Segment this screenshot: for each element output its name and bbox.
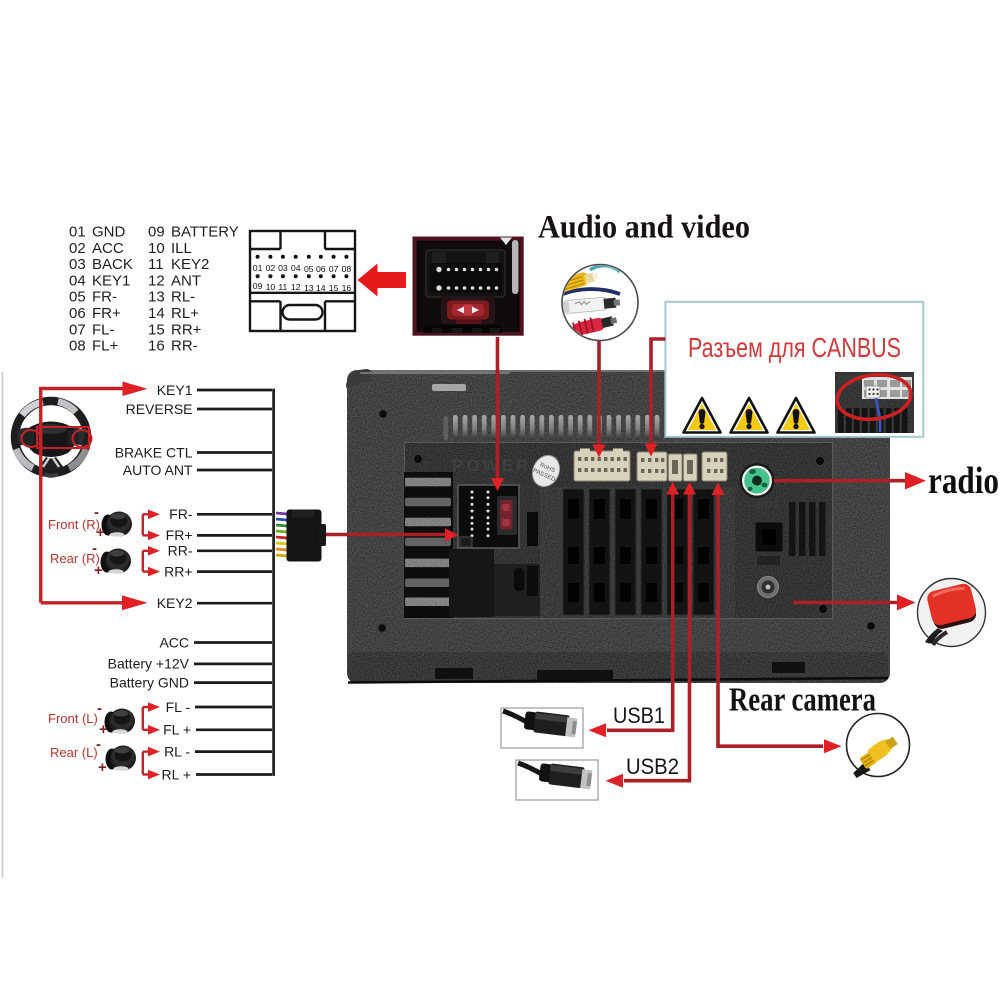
svg-text:14: 14 (148, 305, 165, 322)
svg-text:Battery GND: Battery GND (110, 674, 189, 690)
svg-text:-: - (92, 540, 97, 557)
svg-text:+: + (99, 721, 108, 738)
svg-text:-: - (94, 504, 99, 521)
svg-text:radio: radio (928, 460, 999, 502)
svg-text:01: 01 (69, 224, 86, 241)
svg-text:FR+: FR+ (92, 305, 121, 322)
svg-text:04: 04 (291, 263, 301, 273)
svg-text:ACC: ACC (92, 240, 124, 257)
svg-text:03: 03 (69, 256, 86, 273)
svg-text:RL +: RL + (162, 766, 191, 782)
svg-text:Battery +12V: Battery +12V (108, 656, 190, 672)
svg-text:BRAKE CTL: BRAKE CTL (115, 444, 193, 460)
svg-text:+: + (98, 759, 107, 776)
svg-text:FL +: FL + (163, 722, 191, 738)
svg-text:05: 05 (69, 289, 86, 306)
svg-text:01: 01 (253, 263, 263, 273)
svg-text:KEY1: KEY1 (157, 382, 193, 398)
svg-text:14: 14 (316, 283, 326, 293)
svg-text:13: 13 (148, 289, 165, 306)
svg-text:RL+: RL+ (171, 305, 199, 322)
svg-text:Rear (L): Rear (L) (50, 745, 98, 760)
svg-text:13: 13 (304, 283, 314, 293)
svg-text:USB1: USB1 (613, 703, 665, 728)
svg-text:16: 16 (342, 283, 352, 293)
svg-text:RR+: RR+ (171, 321, 202, 338)
svg-text:RR-: RR- (171, 338, 198, 355)
svg-text:12: 12 (291, 282, 301, 292)
svg-text:08: 08 (342, 264, 352, 274)
svg-text:POWER: POWER (452, 456, 531, 475)
svg-text:03: 03 (278, 263, 288, 273)
svg-text:REVERSE: REVERSE (126, 401, 193, 417)
svg-text:Front (L): Front (L) (48, 711, 98, 726)
svg-text:08: 08 (69, 338, 86, 355)
svg-text:I-BUS: I-BUS (748, 500, 780, 511)
svg-text:-: - (97, 700, 102, 717)
svg-text:12: 12 (148, 272, 165, 289)
svg-text:RL-: RL- (171, 289, 195, 306)
svg-text:10: 10 (148, 240, 165, 257)
svg-text:ANT: ANT (171, 272, 201, 289)
svg-text:Rear (R): Rear (R) (50, 551, 100, 566)
svg-text:FL-: FL- (92, 321, 115, 338)
svg-text:15: 15 (148, 321, 165, 338)
svg-text:06: 06 (316, 264, 326, 274)
svg-text:FL+: FL+ (92, 338, 119, 355)
svg-text:Разъем для CANBUS: Разъем для CANBUS (688, 332, 901, 363)
svg-text:USB2: USB2 (626, 754, 679, 779)
svg-text:KEY2: KEY2 (171, 256, 209, 273)
svg-text:07: 07 (69, 321, 86, 338)
svg-text:09: 09 (253, 281, 263, 291)
svg-text:RR-: RR- (168, 543, 193, 559)
svg-text:07: 07 (329, 264, 339, 274)
svg-text:05: 05 (304, 264, 314, 274)
svg-text:RL -: RL - (164, 743, 190, 759)
svg-text:RR+: RR+ (164, 563, 192, 579)
svg-text:FL -: FL - (166, 699, 191, 715)
svg-text:+: + (94, 562, 103, 579)
svg-text:06: 06 (69, 305, 86, 322)
svg-text:11: 11 (278, 282, 287, 292)
svg-text:GND: GND (92, 224, 126, 241)
svg-text:+: + (96, 524, 105, 541)
svg-text:15: 15 (329, 283, 339, 293)
svg-text:RoHS: RoHS (539, 462, 556, 474)
svg-text:FR+: FR+ (166, 527, 193, 543)
svg-text:BATTERY: BATTERY (171, 224, 239, 241)
svg-text:09: 09 (148, 224, 165, 241)
svg-text:ILL: ILL (171, 240, 192, 257)
svg-text:04: 04 (69, 272, 86, 289)
svg-text:Front (R): Front (R) (48, 517, 100, 532)
svg-text:-: - (96, 736, 101, 753)
svg-text:FR-: FR- (169, 506, 193, 522)
svg-text:FR-: FR- (92, 289, 117, 306)
svg-text:02: 02 (266, 263, 276, 273)
svg-text:KEY2: KEY2 (157, 595, 193, 611)
svg-text:11: 11 (148, 256, 164, 273)
svg-text:02: 02 (69, 240, 86, 257)
svg-text:16: 16 (148, 338, 165, 355)
svg-text:Audio and video: Audio and video (538, 210, 750, 246)
svg-text:AUTO ANT: AUTO ANT (123, 462, 193, 478)
svg-text:10: 10 (266, 282, 276, 292)
svg-text:BACK: BACK (92, 256, 133, 273)
svg-text:Rear camera: Rear camera (729, 682, 876, 719)
svg-text:ACC: ACC (159, 634, 189, 650)
svg-text:KEY1: KEY1 (92, 272, 130, 289)
